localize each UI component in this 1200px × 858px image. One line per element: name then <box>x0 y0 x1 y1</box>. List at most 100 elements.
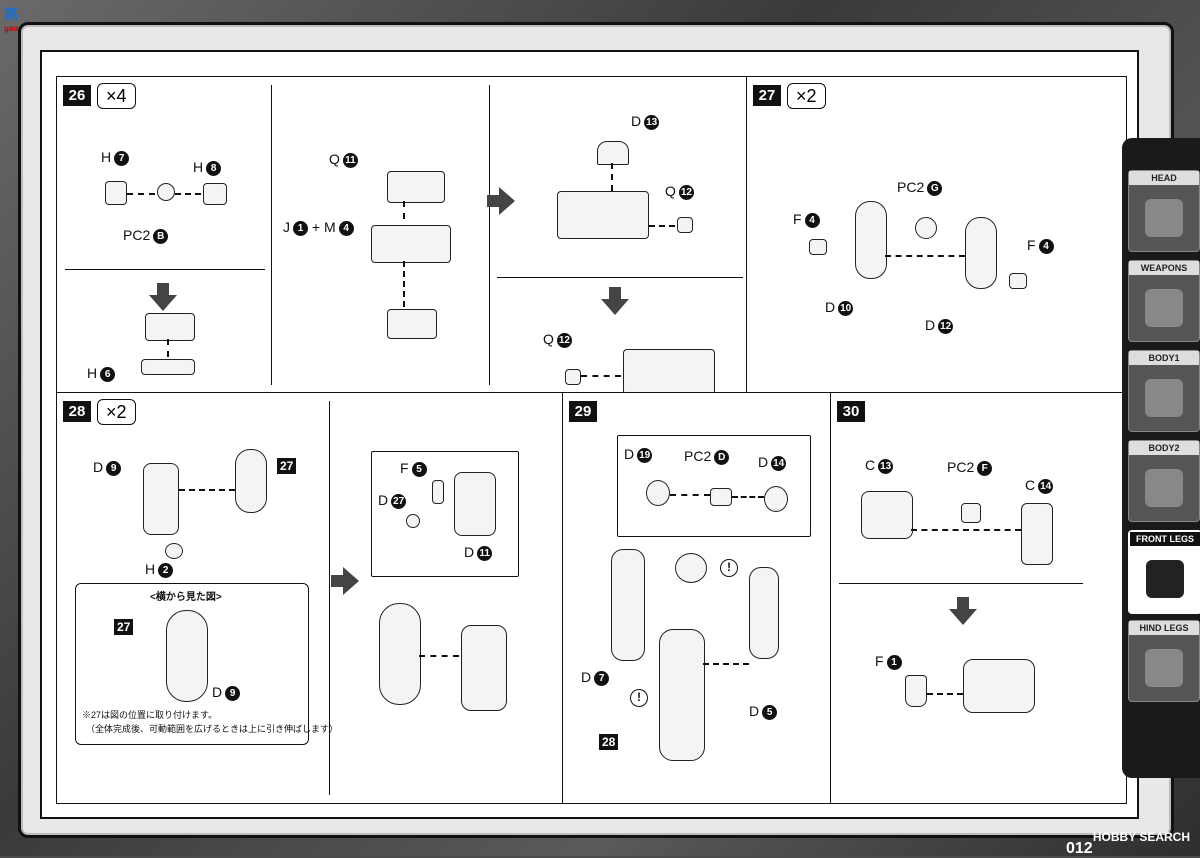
part-d9 <box>143 463 179 535</box>
assembly-guide <box>927 693 963 695</box>
part-assembly <box>145 313 195 341</box>
sidebar-item-body2[interactable]: BODY2 <box>1128 440 1200 522</box>
part-head-assembly <box>963 659 1035 713</box>
part-pc2d <box>710 488 732 506</box>
part-d19 <box>646 480 670 506</box>
step-number: 30 <box>837 401 865 422</box>
part-d12 <box>965 217 997 289</box>
sidebar-item-hind-legs[interactable]: HIND LEGS <box>1128 620 1200 702</box>
section-sidebar: HEAD WEAPONS BODY1 BODY2 FRONT LEGS HIND… <box>1122 138 1200 778</box>
part-leg-right <box>749 567 779 659</box>
part-27-assembly <box>235 449 267 513</box>
assembly-guide <box>581 375 621 377</box>
step-number: 28 <box>63 401 91 422</box>
down-arrow-icon <box>949 597 977 625</box>
assembly-guide <box>167 339 169 357</box>
part-pc2b <box>157 183 175 201</box>
weapons-icon <box>1145 289 1183 327</box>
step-number: 29 <box>569 401 597 422</box>
part-f4 <box>809 239 827 255</box>
assembly-guide <box>175 193 201 195</box>
divider <box>489 85 490 385</box>
sidebar-item-head[interactable]: HEAD <box>1128 170 1200 252</box>
sidebar-item-weapons[interactable]: WEAPONS <box>1128 260 1200 342</box>
part-leg-lower <box>461 625 507 711</box>
part-base <box>387 309 437 339</box>
divider <box>497 277 743 278</box>
assembly-guide <box>127 193 155 195</box>
part-leg-upper <box>379 603 421 705</box>
part-leg-left <box>611 549 645 661</box>
multiplier: ×4 <box>97 83 136 109</box>
part-jm <box>371 225 451 263</box>
part-c14 <box>1021 503 1053 565</box>
part-d14 <box>764 486 788 512</box>
watermark: HOBBY SEARCH <box>1092 830 1190 844</box>
sidebar-item-body1[interactable]: BODY1 <box>1128 350 1200 432</box>
part-f1 <box>905 675 927 707</box>
down-arrow-icon <box>601 287 629 315</box>
side-view-title: <横から見た図> <box>150 592 222 603</box>
sidebar-item-front-legs[interactable]: FRONT LEGS <box>1128 530 1200 614</box>
divider <box>329 401 330 795</box>
divider <box>65 269 265 270</box>
part-q11 <box>387 171 445 203</box>
assembly-guide <box>611 163 613 191</box>
step-number: 27 <box>753 85 781 106</box>
part-f5 <box>432 480 444 504</box>
right-arrow-icon <box>331 567 359 595</box>
down-arrow-icon <box>149 283 177 311</box>
part-pc2g <box>915 217 937 239</box>
body2-icon <box>1145 469 1183 507</box>
multiplier: ×2 <box>787 83 826 109</box>
part-h6 <box>141 359 195 375</box>
caution-icon: ! <box>717 559 738 578</box>
front-legs-icon <box>1146 560 1184 598</box>
part-joint <box>675 553 707 583</box>
tag-27: 27 <box>114 618 134 635</box>
part-c13 <box>861 491 913 539</box>
head-icon <box>1145 199 1183 237</box>
note-line-1: ※27は図の位置に取り付けます。 <box>82 710 218 720</box>
part-h2 <box>165 543 183 559</box>
hind-legs-icon <box>1145 649 1183 687</box>
assembly-guide <box>403 261 405 307</box>
assembly-guide <box>649 225 675 227</box>
part-pc2f <box>961 503 981 523</box>
step-number: 26 <box>63 85 91 106</box>
page-number: 012 <box>1066 840 1093 857</box>
part-d11 <box>454 472 496 536</box>
assembly-guide <box>403 201 405 219</box>
assembly-guide <box>419 655 459 657</box>
